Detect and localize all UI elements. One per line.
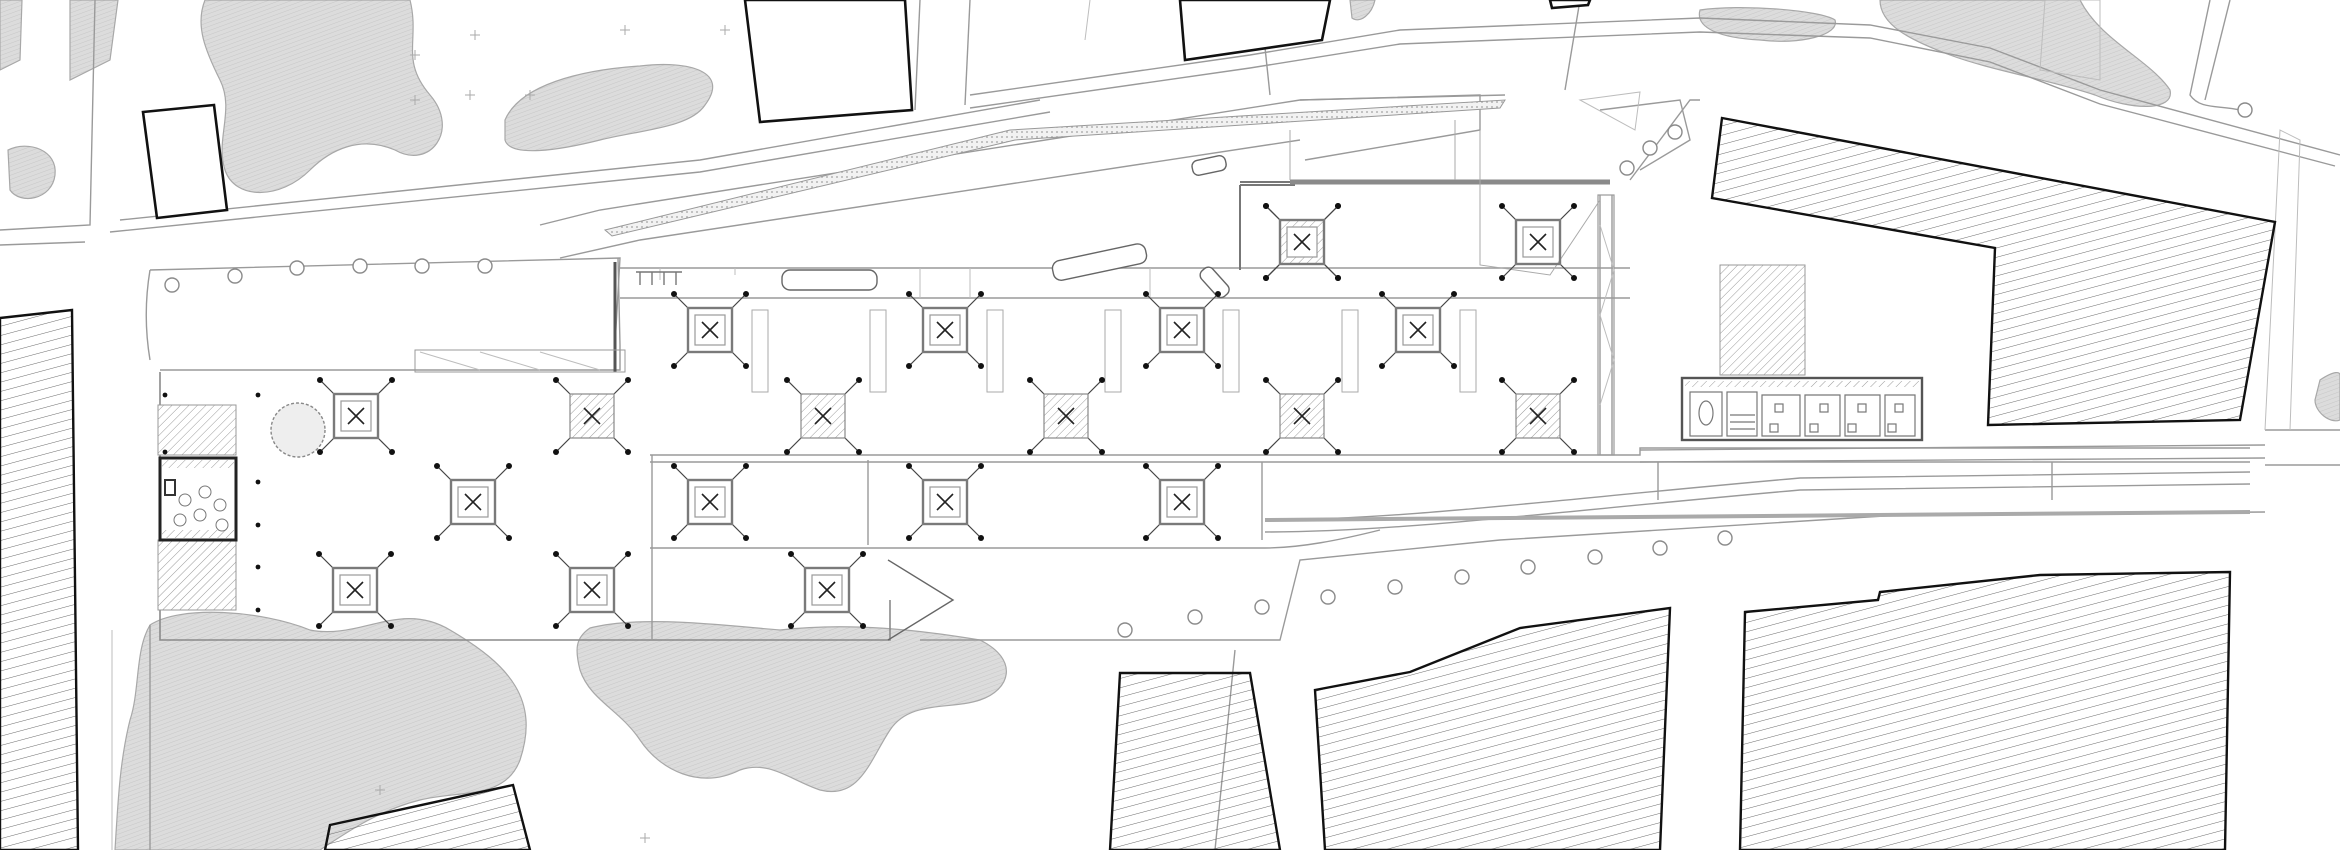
- building-north-3: [1548, 0, 1592, 10]
- building-southwest: [323, 783, 532, 850]
- canopy-modules: [162, 203, 1577, 629]
- canopy-module-c10: [1027, 377, 1105, 455]
- paved-areas: [157, 264, 1806, 611]
- building-south-2: [1313, 606, 1672, 850]
- canopy-module-c19: [788, 551, 866, 629]
- building-north-2: [1178, 0, 1332, 62]
- canopy-module-c1: [671, 291, 749, 369]
- canopy-module-c8: [553, 377, 631, 455]
- building-south-3: [1738, 570, 2232, 850]
- building-small-nw: [141, 103, 229, 220]
- office-block: [1680, 376, 1924, 442]
- canopy-module-c12: [1499, 377, 1577, 455]
- bike-racks: [636, 271, 682, 285]
- bus-1: [781, 269, 878, 291]
- building-north-1: [743, 0, 914, 124]
- canopy-module-c3: [1143, 291, 1221, 369]
- building-east: [1710, 116, 2277, 427]
- gravel-strip: [603, 99, 1506, 237]
- buildings: [0, 0, 2277, 850]
- trees: [164, 25, 2253, 843]
- canopy-module-c9: [784, 377, 862, 455]
- plaza: [159, 120, 2251, 641]
- canopy-module-c11: [1263, 377, 1341, 455]
- canopy-module-c5: [1499, 203, 1577, 281]
- kiosk-west: [158, 456, 238, 542]
- building-west: [0, 308, 80, 850]
- canopy-module-c18: [553, 551, 631, 629]
- plaza-posts: [162, 392, 261, 613]
- canopy-module-c17: [316, 551, 394, 629]
- car-1: [1191, 155, 1227, 176]
- building-south-1: [1108, 671, 1282, 850]
- canopy-module-c6: [317, 377, 395, 455]
- canopy-module-c16: [1143, 463, 1221, 541]
- vehicles: [781, 155, 1230, 299]
- canopy-module-c20: [1263, 203, 1341, 281]
- benches: [751, 309, 1477, 393]
- canopy-module-c15: [906, 463, 984, 541]
- canopy-module-c4: [1379, 291, 1457, 369]
- car-2: [1199, 266, 1230, 299]
- canopy-module-c13: [434, 463, 512, 541]
- canopy-module-c2: [906, 291, 984, 369]
- bus-2: [1051, 243, 1148, 281]
- canopy-module-c14: [671, 463, 749, 541]
